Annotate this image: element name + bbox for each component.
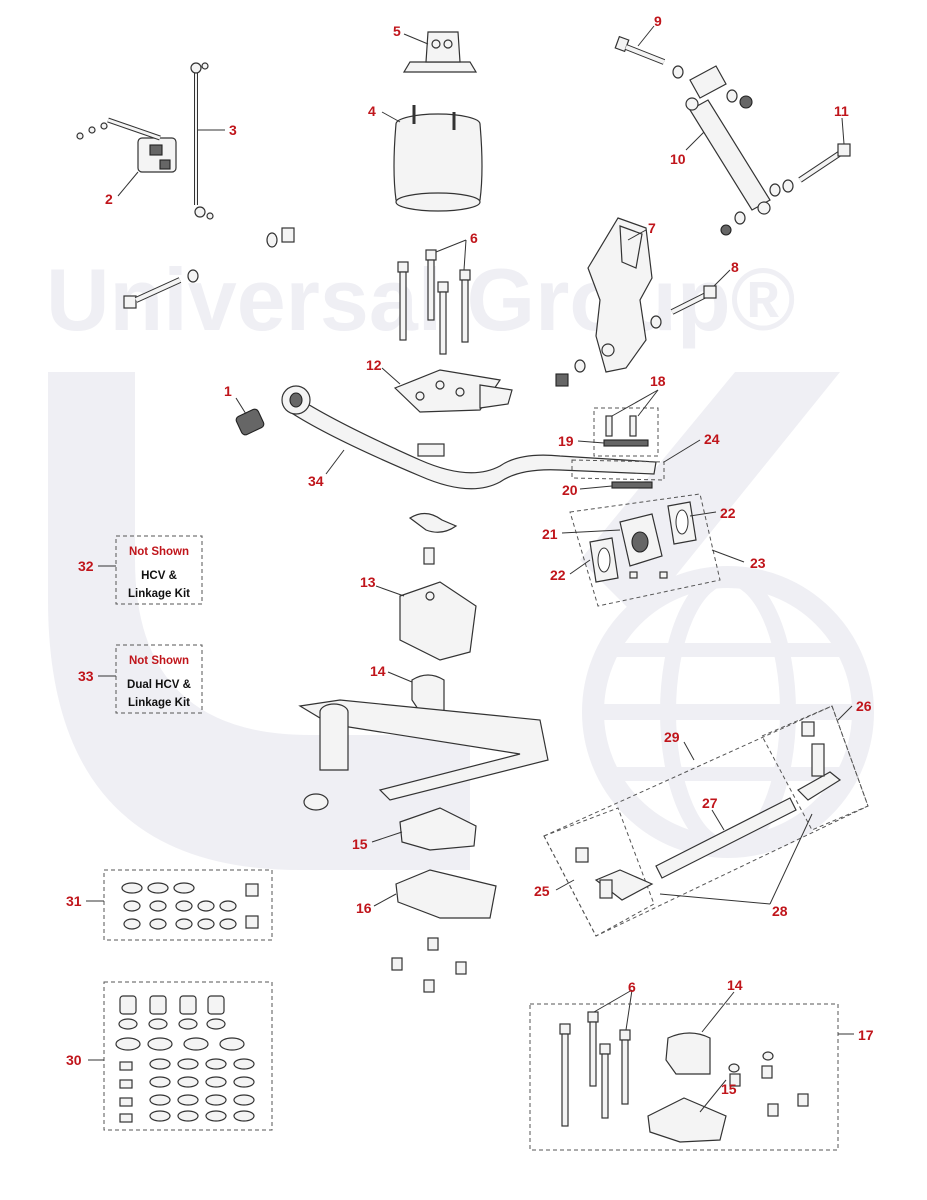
not-shown-line2: Linkage Kit bbox=[128, 588, 190, 600]
part-19-plate bbox=[603, 439, 649, 447]
callout-22-right: 22 bbox=[720, 505, 736, 521]
callout-25: 25 bbox=[534, 883, 550, 899]
not-shown-heading: Not Shown bbox=[129, 546, 189, 558]
part-15-clamp bbox=[399, 807, 477, 851]
part-9-bolt bbox=[614, 35, 684, 79]
part-18-kit-outline bbox=[593, 407, 659, 457]
callout-26: 26 bbox=[856, 698, 872, 714]
callout-6-kit: 6 bbox=[628, 979, 636, 995]
watermark-logo: Universal Group® bbox=[46, 250, 874, 870]
part-25-tie-rod-end bbox=[575, 847, 654, 901]
callout-20: 20 bbox=[562, 482, 578, 498]
part-14-bracket-kit bbox=[665, 1032, 711, 1075]
callout-31: 31 bbox=[66, 893, 82, 909]
callout-23: 23 bbox=[750, 555, 766, 571]
callout-9: 9 bbox=[654, 13, 662, 29]
part-6-bolts bbox=[397, 249, 471, 355]
callout-labels: 1 2 3 4 5 6 6 7 8 9 10 11 12 13 14 14 15… bbox=[66, 13, 874, 1097]
callout-14: 14 bbox=[370, 663, 386, 679]
not-shown-line1: HCV & bbox=[141, 570, 177, 582]
part-12-axle-seat bbox=[393, 369, 513, 413]
callout-29: 29 bbox=[664, 729, 680, 745]
callout-8: 8 bbox=[731, 259, 739, 275]
part-2-leveling-valve bbox=[76, 117, 177, 173]
part-21-bushing-bracket bbox=[619, 513, 663, 567]
part-30-kit-outline bbox=[103, 981, 273, 1131]
part-13-top-plate bbox=[399, 581, 477, 661]
part-25-kit-outline bbox=[543, 807, 655, 937]
part-18-bolts bbox=[605, 415, 637, 437]
part-1-bushing bbox=[235, 408, 265, 436]
callout-30: 30 bbox=[66, 1052, 82, 1068]
part-31-hardware bbox=[121, 882, 259, 930]
part-4-air-spring bbox=[393, 105, 483, 212]
part-31-kit-outline bbox=[103, 869, 273, 941]
washer bbox=[266, 232, 278, 248]
callout-17: 17 bbox=[858, 1027, 874, 1043]
callout-1: 1 bbox=[224, 383, 232, 399]
part-5-upper-bracket bbox=[402, 31, 478, 73]
callout-2: 2 bbox=[105, 191, 113, 207]
callout-33: 33 bbox=[78, 668, 94, 684]
callout-13: 13 bbox=[360, 574, 376, 590]
part-6-bolts-kit bbox=[559, 1011, 631, 1127]
part-20-plate bbox=[611, 481, 653, 489]
callout-28: 28 bbox=[772, 903, 788, 919]
part-30-hardware bbox=[115, 995, 255, 1123]
part-15-clamp-kit bbox=[647, 1097, 727, 1143]
part-8-bolt bbox=[555, 285, 717, 387]
not-shown-box-32: Not Shown HCV & Linkage Kit bbox=[115, 535, 203, 605]
callout-6: 6 bbox=[470, 230, 478, 246]
callout-7: 7 bbox=[648, 220, 656, 236]
nuts-center bbox=[391, 937, 467, 993]
callout-4: 4 bbox=[368, 103, 376, 119]
upper-shock-bracket bbox=[689, 65, 753, 109]
part-27-tube bbox=[655, 797, 797, 879]
callout-3: 3 bbox=[229, 122, 237, 138]
callout-12: 12 bbox=[366, 357, 382, 373]
callout-11: 11 bbox=[834, 103, 849, 119]
nuts-kit bbox=[728, 1051, 809, 1117]
callout-5: 5 bbox=[393, 23, 401, 39]
callout-15: 15 bbox=[352, 836, 368, 852]
part-14-bracket bbox=[411, 674, 445, 713]
callout-24: 24 bbox=[704, 431, 720, 447]
part-26-tie-rod-end bbox=[797, 721, 842, 801]
callout-21: 21 bbox=[542, 526, 558, 542]
callout-34: 34 bbox=[308, 473, 324, 489]
callout-27: 27 bbox=[702, 795, 718, 811]
not-shown-line2: Linkage Kit bbox=[128, 697, 190, 709]
part-22-plates bbox=[589, 501, 697, 583]
axle-beam bbox=[298, 699, 549, 811]
not-shown-heading: Not Shown bbox=[129, 655, 189, 667]
spacer-plate bbox=[408, 512, 458, 533]
part-10-shock-absorber bbox=[685, 97, 771, 215]
part-3-linkage-rod bbox=[190, 62, 214, 220]
part-16-bottom-plate bbox=[395, 869, 497, 919]
callout-18: 18 bbox=[650, 373, 666, 389]
pin bbox=[423, 547, 435, 565]
part-7-hanger-bracket bbox=[587, 217, 653, 373]
part-26-kit-outline bbox=[761, 705, 869, 831]
callout-22-left: 22 bbox=[550, 567, 566, 583]
part-11-bolt bbox=[720, 143, 851, 236]
callout-16: 16 bbox=[356, 900, 372, 916]
part-34-leaf-spring bbox=[281, 385, 657, 490]
long-bolt-left bbox=[123, 269, 199, 309]
callout-10: 10 bbox=[670, 151, 686, 167]
not-shown-line1: Dual HCV & bbox=[127, 679, 191, 691]
watermark-text: Universal Group® bbox=[46, 250, 795, 349]
callout-14-kit: 14 bbox=[727, 977, 743, 993]
leader-lines bbox=[86, 25, 854, 1113]
not-shown-box-33: Not Shown Dual HCV & Linkage Kit bbox=[115, 644, 203, 714]
nut bbox=[281, 227, 295, 243]
part-17-kit-outline bbox=[529, 1003, 839, 1151]
callout-19: 19 bbox=[558, 433, 574, 449]
callout-32: 32 bbox=[78, 558, 94, 574]
part-23-kit-outline bbox=[569, 493, 721, 607]
callout-15-kit: 15 bbox=[721, 1081, 737, 1097]
